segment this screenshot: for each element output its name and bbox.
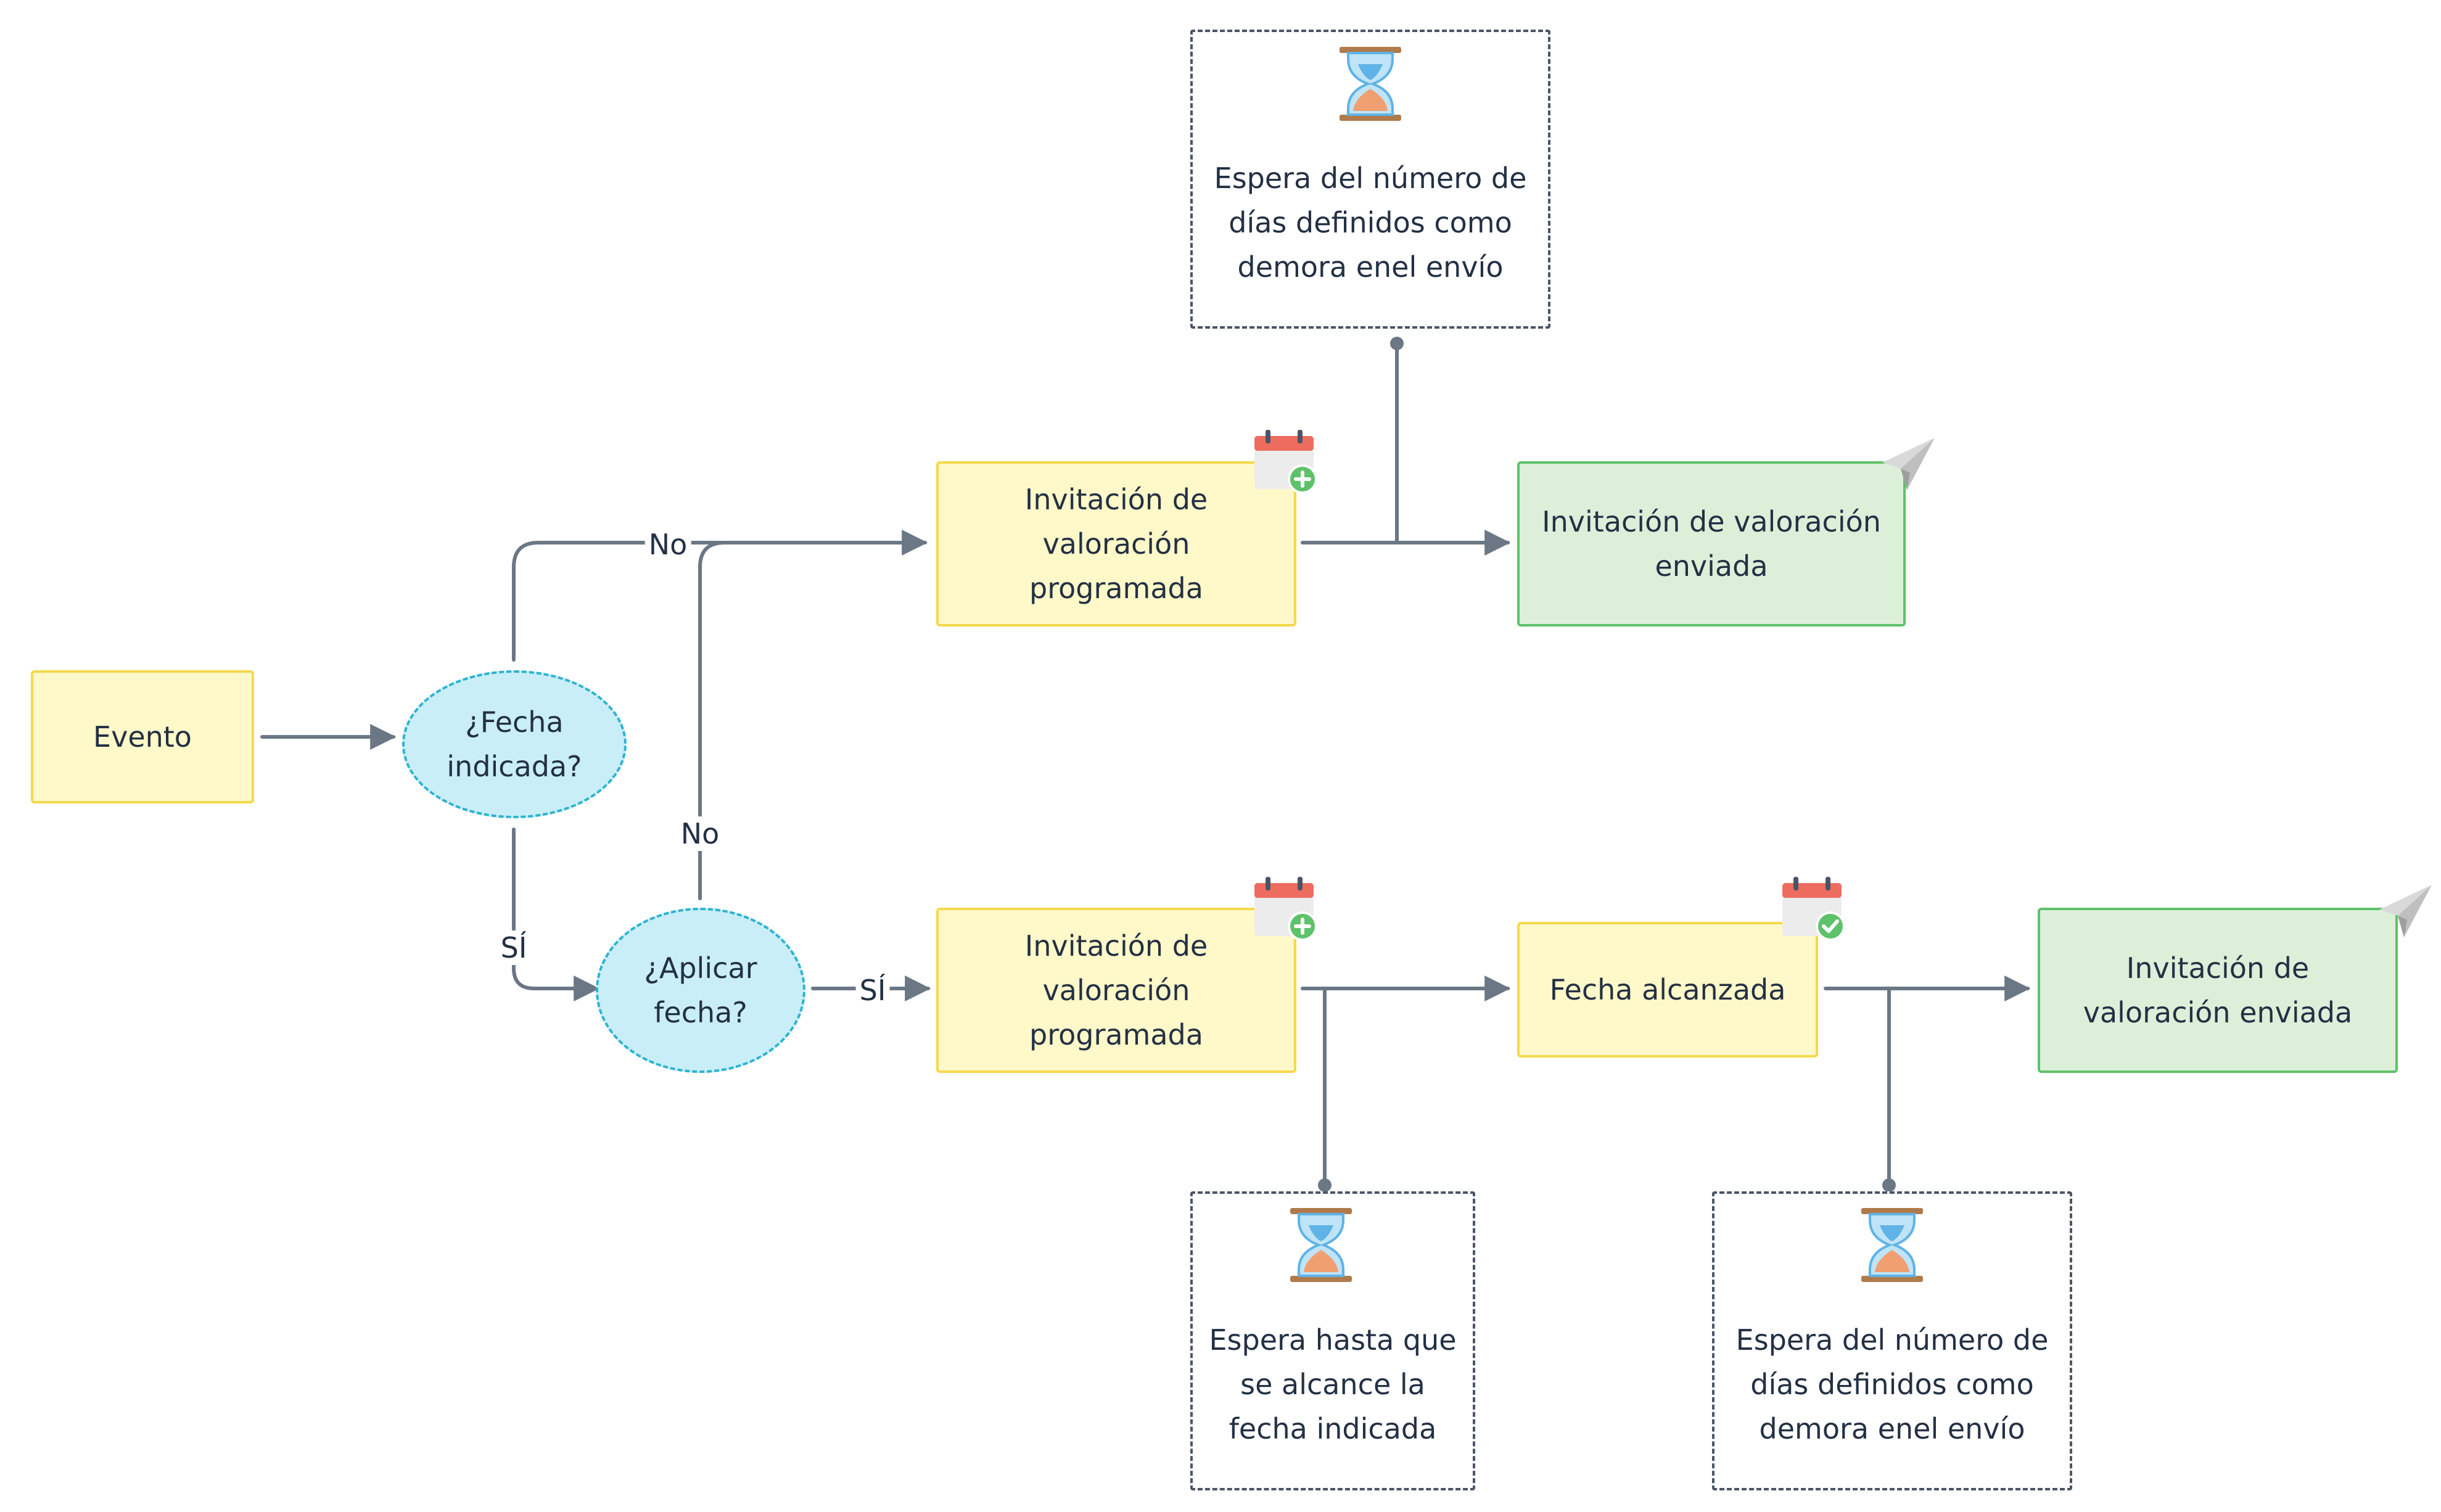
hourglass-icon: [1340, 47, 1401, 121]
calendar-check-icon: [1782, 877, 1845, 941]
decision-aplicar-fecha-label: ¿Aplicar fecha?: [644, 951, 757, 1029]
note-espera-top-label: Espera del número de días definidos como…: [1214, 162, 1527, 284]
paper-plane-icon: [1882, 438, 1935, 490]
decision-fecha-indicada[interactable]: ¿Fecha indicada?: [402, 670, 627, 818]
paper-plane-icon: [2379, 885, 2432, 937]
node-programada-top[interactable]: Invitación de valoración programada: [936, 461, 1296, 627]
node-enviada-top[interactable]: Invitación de valoración enviada: [1517, 461, 1906, 627]
node-evento-label: Evento: [93, 720, 192, 754]
note-espera-fecha-label: Espera hasta que se alcance la fecha ind…: [1209, 1323, 1457, 1445]
hourglass-icon: [1861, 1208, 1923, 1282]
node-programada-bottom-label: Invitación de valoración programada: [1024, 929, 1208, 1051]
node-programada-bottom[interactable]: Invitación de valoración programada: [936, 908, 1296, 1073]
connector-dot-fecha: [1318, 1178, 1332, 1192]
node-enviada-top-label: Invitación de valoración enviada: [1542, 505, 1881, 583]
calendar-plus-icon: [1254, 430, 1317, 494]
edge-label-no-top: No: [644, 527, 691, 562]
decision-fecha-indicada-label: ¿Fecha indicada?: [447, 705, 582, 783]
note-espera-top[interactable]: Espera del número de días definidos como…: [1190, 30, 1550, 329]
edge-label-no-mid: No: [677, 816, 723, 851]
edge-fecha-si: [512, 828, 600, 1001]
node-fecha-alcanzada-label: Fecha alcanzada: [1549, 973, 1786, 1006]
edge-label-si-right: SÍ: [855, 973, 890, 1008]
note-espera-bottom-label: Espera del número de días definidos como…: [1735, 1323, 2049, 1445]
calendar-plus-icon: [1254, 877, 1317, 941]
node-enviada-bottom[interactable]: Invitación de valoración enviada: [2038, 908, 2398, 1073]
connector-dot-bottom: [1882, 1178, 1896, 1192]
edge-label-si-left: SÍ: [496, 931, 531, 965]
decision-aplicar-fecha[interactable]: ¿Aplicar fecha?: [596, 908, 805, 1073]
edge-aplicar-no: [698, 541, 742, 900]
hourglass-icon: [1290, 1208, 1352, 1282]
connector-dot-top: [1390, 337, 1404, 350]
node-enviada-bottom-label: Invitación de valoración enviada: [2083, 951, 2353, 1029]
node-fecha-alcanzada[interactable]: Fecha alcanzada: [1517, 922, 1818, 1058]
edge-fecha-no: [512, 530, 928, 662]
node-programada-top-label: Invitación de valoración programada: [1024, 483, 1208, 605]
node-evento[interactable]: Evento: [31, 670, 254, 803]
